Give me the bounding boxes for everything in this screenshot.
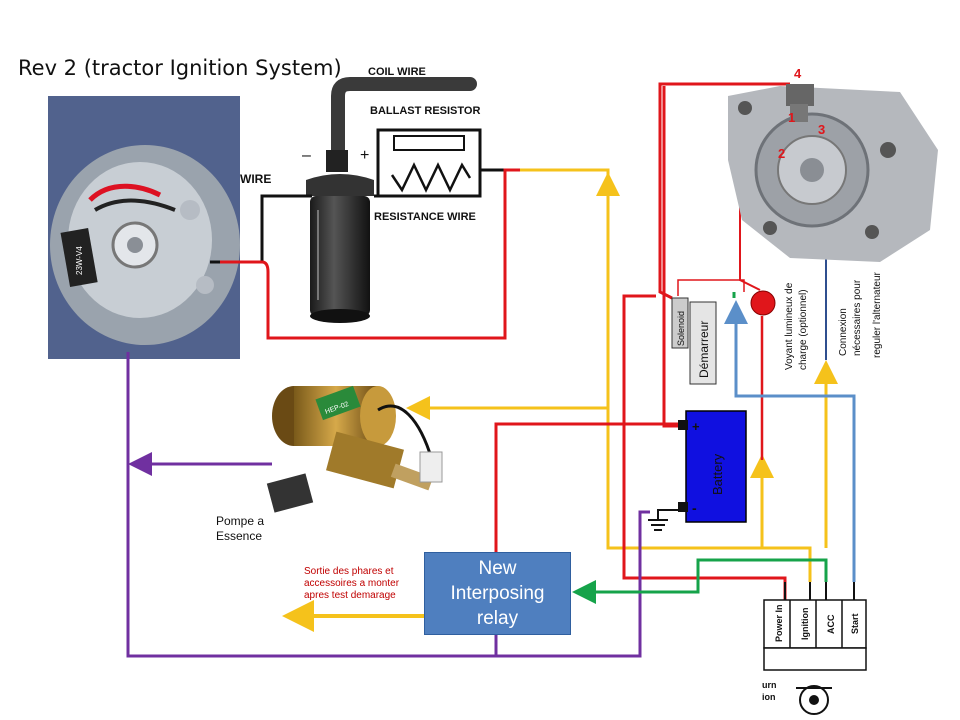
ballast-resistor-icon <box>376 128 482 198</box>
fuel-pump-label: Pompe a Essence <box>216 514 264 544</box>
coil-minus-label: – <box>302 147 311 164</box>
connexion-label-line2: nécessaires pour <box>852 279 863 356</box>
ballast-resistor-label: BALLAST RESISTOR <box>370 105 480 117</box>
battery-icon <box>678 410 747 523</box>
wire-label-fragment: WIRE <box>240 172 271 186</box>
battery-plus-label: + <box>692 419 700 434</box>
battery-minus-label: - <box>692 500 697 516</box>
ignition-coil-icon <box>306 150 374 323</box>
accessories-note-line2: accessoires a monter <box>304 578 400 589</box>
voyant-label-line2: charge (optionnel) <box>798 289 809 370</box>
fuel-pump-label-line2: Essence <box>216 529 263 543</box>
charge-lamp-icon <box>750 290 776 316</box>
solenoid-label: Solenoid <box>676 311 686 346</box>
connexion-label-line3: reguler l'alternateur <box>872 271 883 358</box>
demarreur-label: Démarreur <box>697 321 711 378</box>
alt-terminal-1: 1 <box>788 110 795 125</box>
ground-icon <box>648 519 668 531</box>
red-thin-solenoid <box>677 279 745 296</box>
green-wire-start <box>572 558 828 604</box>
relay-label-line1: New <box>478 558 517 579</box>
battery-label: Battery <box>710 453 725 495</box>
red-wire-relay <box>494 422 688 552</box>
relay-label-line2: Interposing <box>450 583 545 604</box>
coil-plus-label: + <box>360 147 369 164</box>
accessories-note: Sortie des phares et accessoires a monte… <box>304 566 424 602</box>
connexion-label-line1: Connexion <box>838 308 849 356</box>
page-title: Rev 2 (tractor Ignition System) <box>18 56 342 80</box>
purple-wire-loop <box>126 352 650 658</box>
resistance-wire-label: RESISTANCE WIRE <box>374 211 476 223</box>
distributor-tag: 23W-V4 <box>75 246 84 275</box>
red-wire-battery-pos <box>662 86 688 428</box>
starter-motor-icon <box>689 301 717 385</box>
fuel-pump-label-line1: Pompe a <box>216 514 265 528</box>
ignition-switch-icon <box>763 582 867 715</box>
interposing-relay: New Interposing relay <box>424 552 571 635</box>
switch-ignition: Ignition <box>800 608 810 641</box>
relay-label-line3: relay <box>476 608 519 629</box>
distributor-photo <box>48 96 240 359</box>
coil-wire <box>331 77 477 167</box>
alt-terminal-2: 2 <box>778 146 785 161</box>
switch-power-in: Power In <box>774 604 784 642</box>
accessories-note-line1: Sortie des phares et <box>304 566 394 577</box>
alt-terminal-3: 3 <box>818 122 825 137</box>
red-wire-distributor <box>220 168 520 340</box>
accessories-note-line3: apres test demarage <box>304 590 396 601</box>
switch-acc: ACC <box>826 614 836 634</box>
switch-start: Start <box>850 613 860 634</box>
switch-turn-fragment: urn <box>762 680 777 690</box>
switch-ion-fragment: ion <box>762 692 776 702</box>
alternator-photo <box>728 84 938 262</box>
voyant-label-line1: Voyant lumineux de <box>784 282 795 370</box>
coil-wire-label: COIL WIRE <box>368 66 426 78</box>
red-wire-alternator <box>658 82 790 300</box>
fuel-pump-photo <box>266 385 443 513</box>
alt-terminal-4: 4 <box>794 66 802 81</box>
blue-wire-start <box>724 300 856 582</box>
solenoid-icon <box>671 297 689 349</box>
